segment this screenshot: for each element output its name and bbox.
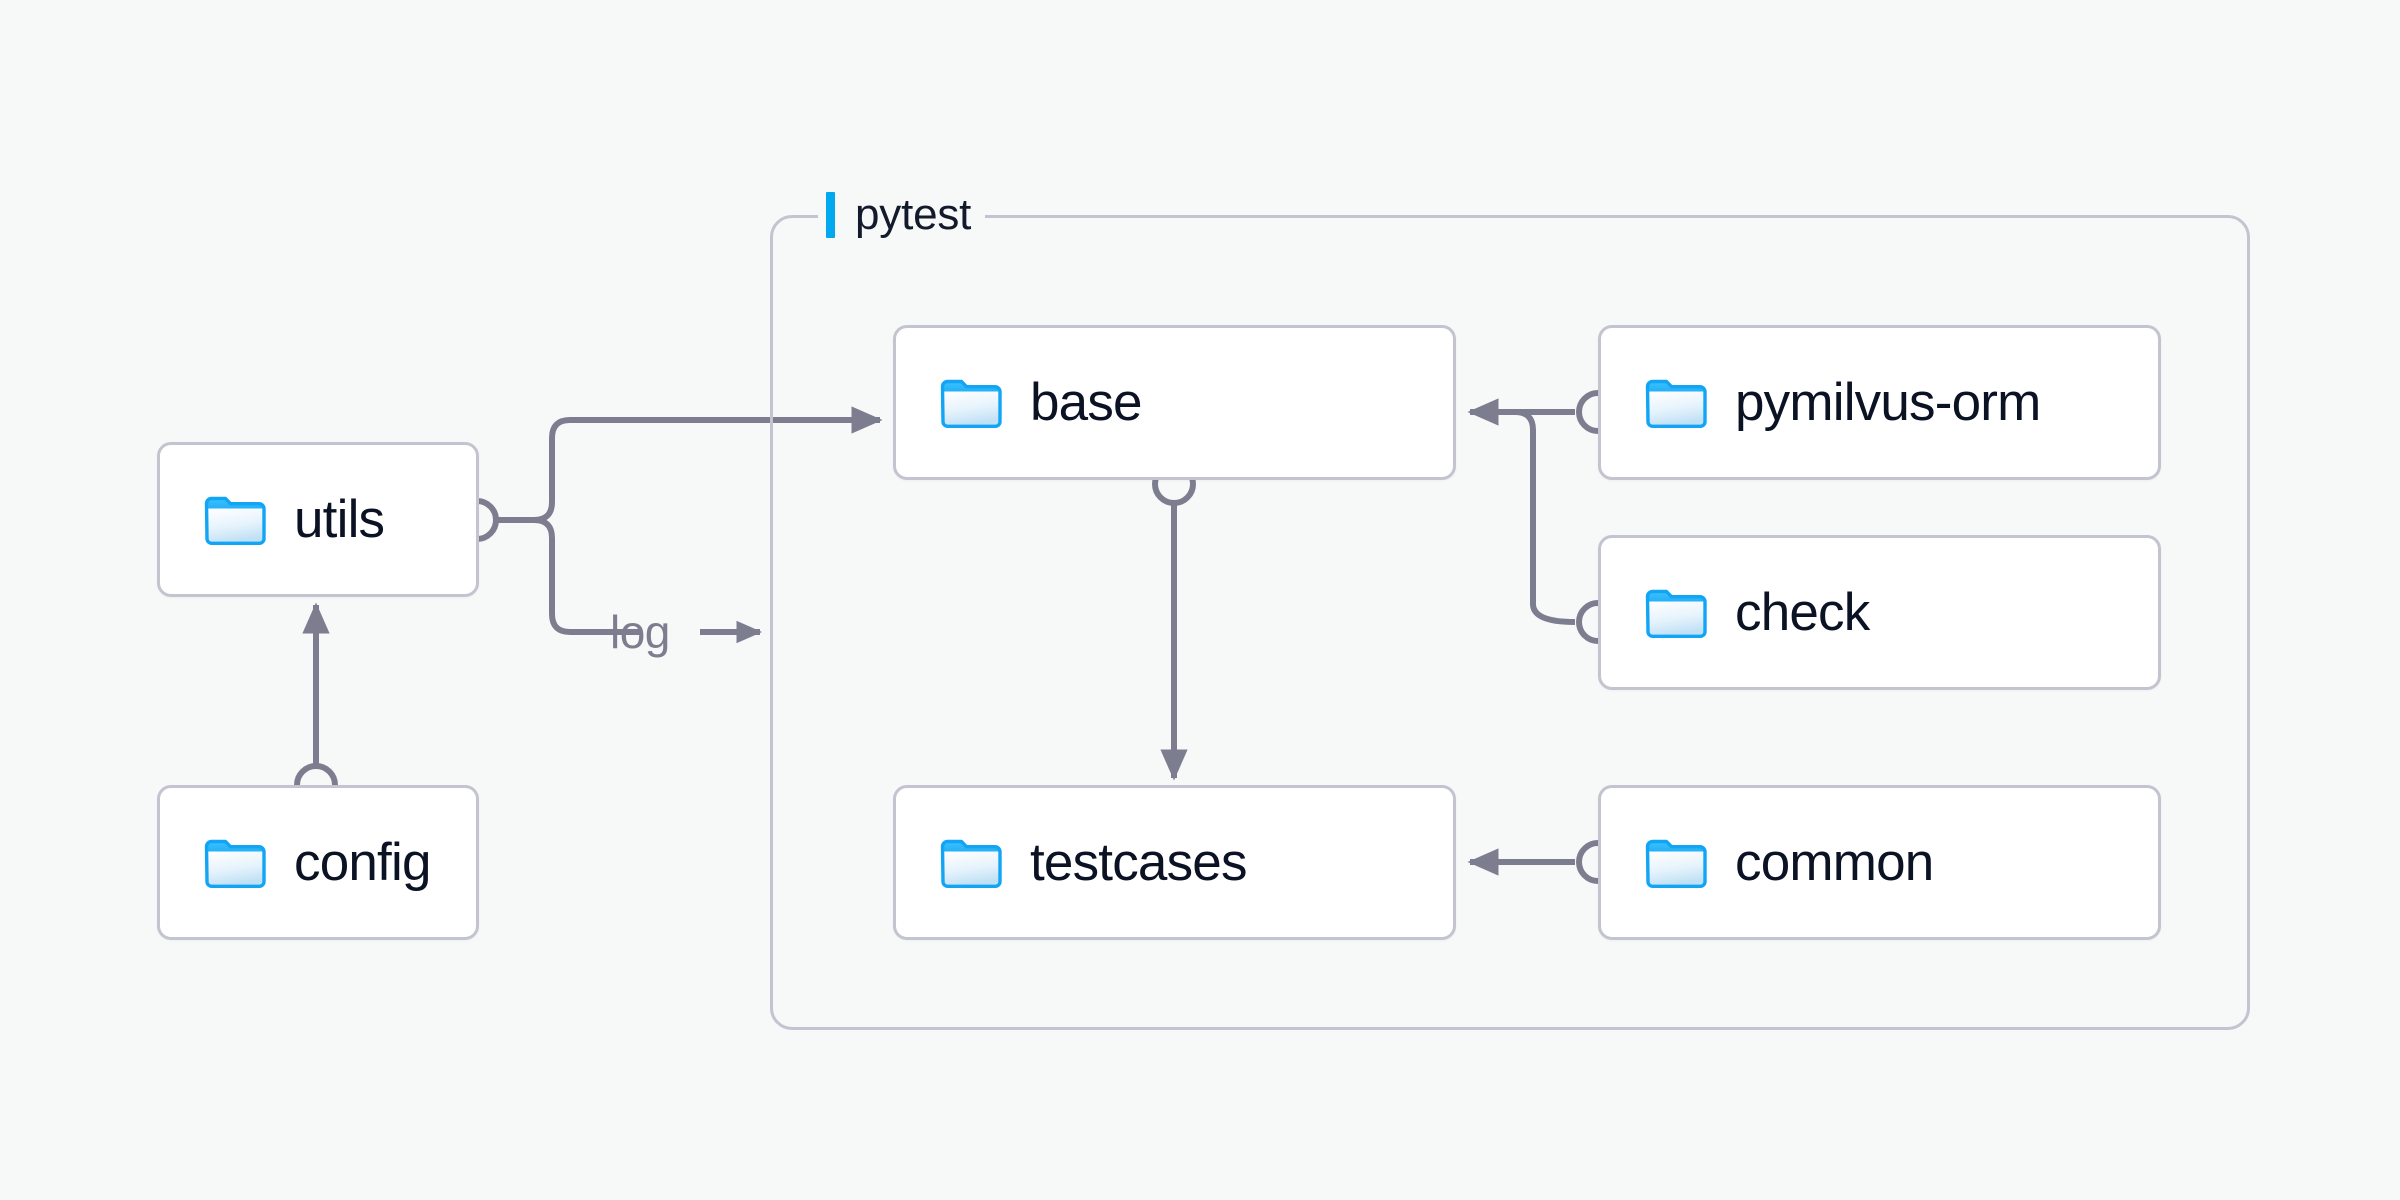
folder-icon [204, 496, 266, 545]
folder-icon [1645, 379, 1707, 428]
edge-check-to-base [1470, 409, 1576, 625]
folder-icon [1645, 589, 1707, 638]
node-label-pymilvus-orm: pymilvus-orm [1735, 373, 2041, 432]
node-label-testcases: testcases [1030, 833, 1247, 892]
group-pytest [770, 215, 2250, 1030]
folder-icon [940, 839, 1002, 888]
group-pytest-label: pytest [818, 188, 986, 242]
folder-icon [1645, 839, 1707, 888]
node-pymilvus-orm[interactable]: pymilvus-orm [1598, 325, 2161, 480]
group-pytest-title: pytest [855, 190, 972, 239]
folder-icon [940, 379, 1002, 428]
node-check[interactable]: check [1598, 535, 2161, 690]
node-label-check: check [1735, 583, 1870, 642]
edge-utils-to-log [498, 517, 640, 635]
node-label-common: common [1735, 833, 1934, 892]
node-utils[interactable]: utils [157, 442, 479, 597]
node-testcases[interactable]: testcases [893, 785, 1456, 940]
node-common[interactable]: common [1598, 785, 2161, 940]
node-label-base: base [1030, 373, 1143, 432]
edge-label-log: log [610, 606, 670, 658]
node-label-config: config [294, 833, 431, 892]
accent-bar-icon [826, 192, 835, 238]
node-label-utils: utils [294, 490, 385, 549]
node-base[interactable]: base [893, 325, 1456, 480]
folder-icon [204, 839, 266, 888]
node-config[interactable]: config [157, 785, 479, 940]
